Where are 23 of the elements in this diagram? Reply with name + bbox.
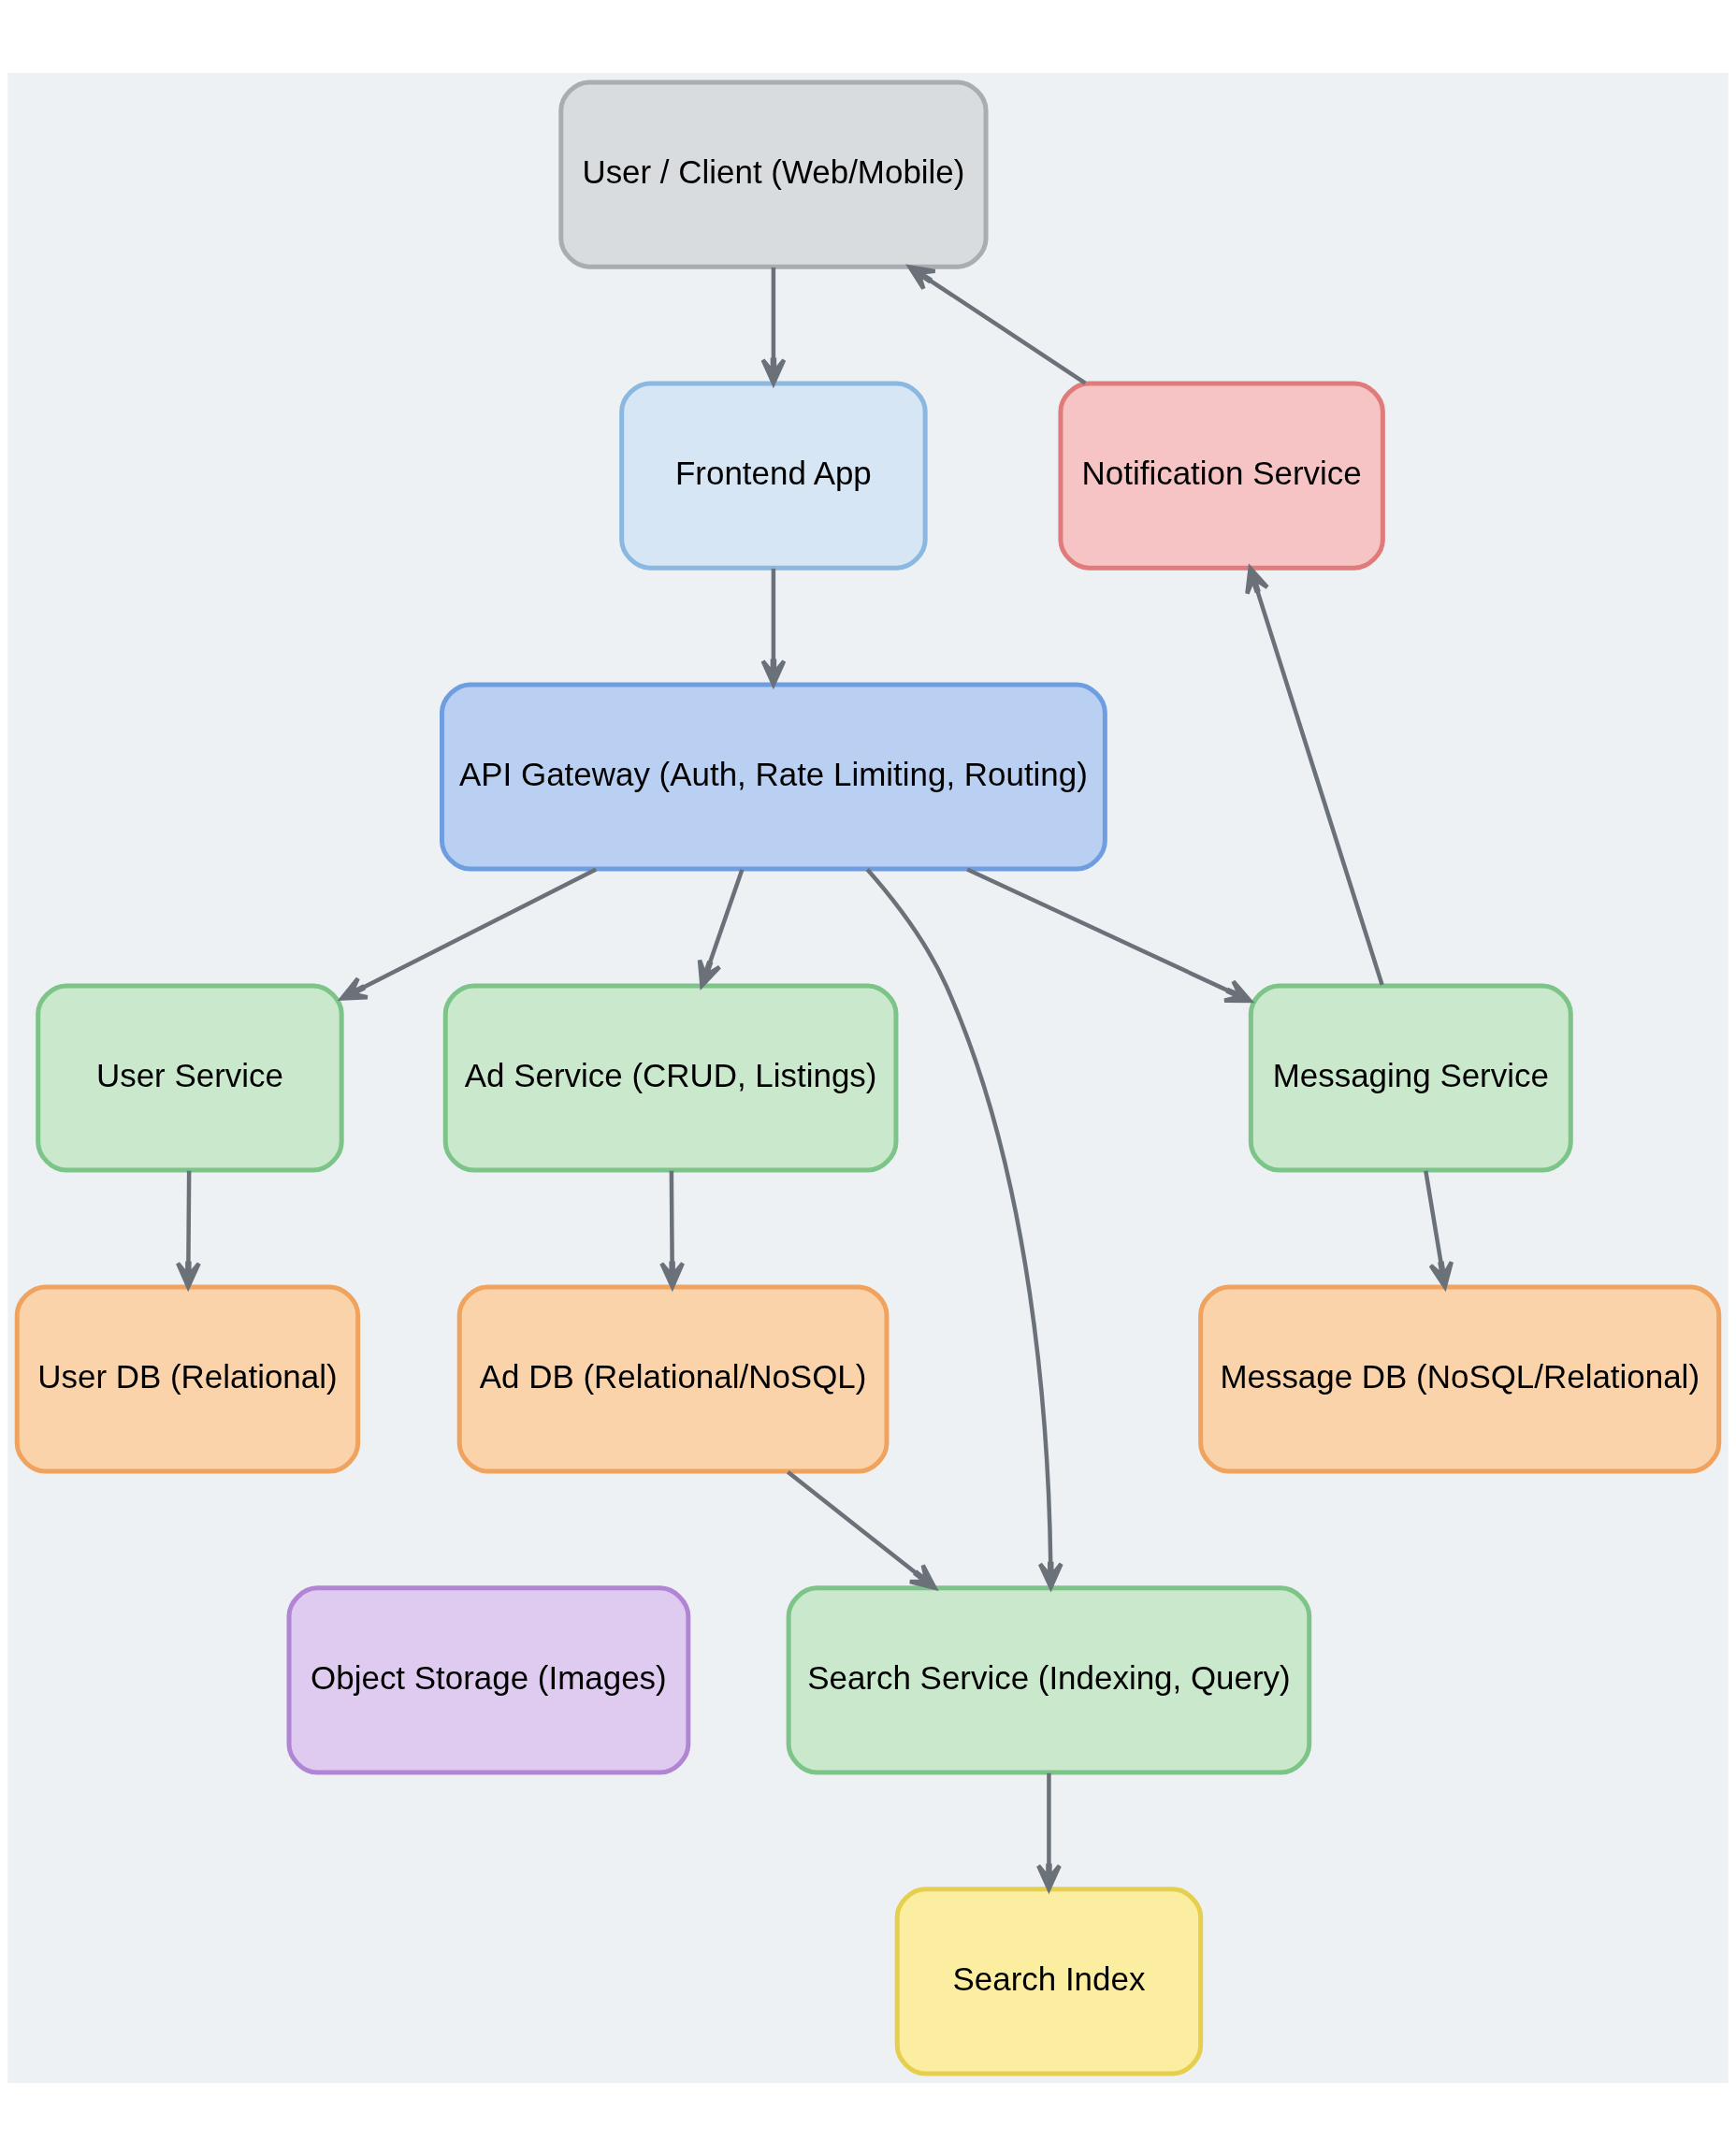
node-box: User Service [36,982,344,1173]
node-box: Object Storage (Images) [286,1584,691,1775]
arrow [340,866,598,1001]
arrow [1424,1169,1454,1289]
node-box: API Gateway (Auth, Rate Limiting, Routing) [440,681,1107,872]
arrow [1035,1772,1062,1891]
arrow [175,1170,201,1289]
node-box: Messaging Service [1248,982,1573,1173]
node-box: User DB (Relational) [14,1283,361,1474]
node-box: Search Index [894,1886,1204,2075]
arrow [1245,565,1384,986]
arrow [659,1170,686,1289]
arrow [697,868,745,988]
node-box: Notification Service [1058,380,1385,571]
arrow [907,264,1087,384]
node-box: Search Service (Indexing, Query) [786,1584,1312,1775]
node-box: Ad DB (Relational/NoSQL) [456,1283,890,1474]
node-box: Message DB (NoSQL/Relational) [1198,1283,1722,1474]
arrow [760,568,787,687]
node-box: Frontend App [619,380,928,571]
node-box: User / Client (Web/Mobile) [558,80,989,269]
arrow [760,267,787,385]
node-box: Ad Service (CRUD, Listings) [442,982,899,1173]
